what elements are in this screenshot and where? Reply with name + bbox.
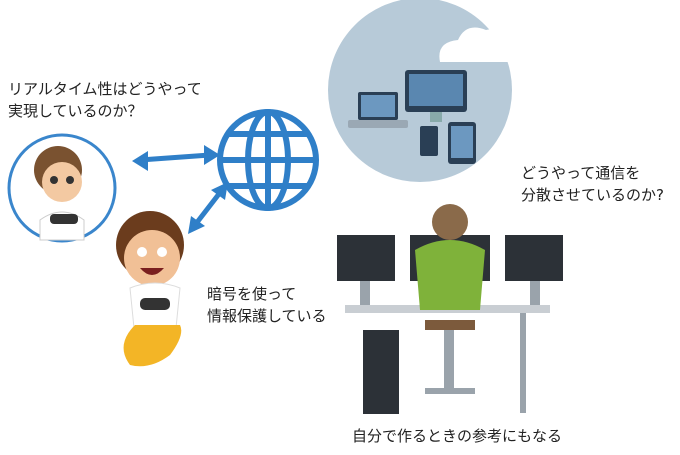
- distribution-question-caption: どうやって通信を 分散させているのか?: [521, 162, 664, 206]
- arrow-icon: [132, 145, 228, 234]
- cloud-icon: [439, 27, 518, 63]
- cloud-devices-illustration: [328, 0, 518, 182]
- caption-line: 暗号を使って: [207, 285, 297, 303]
- globe-icon: [217, 109, 319, 211]
- pc-tower-icon: [363, 330, 399, 414]
- encryption-caption: 暗号を使って 情報保護している: [207, 283, 327, 327]
- caption-line: 情報保護している: [207, 307, 327, 325]
- reference-caption: 自分で作るときの参考にもなる: [352, 427, 563, 445]
- girl-gamer-avatar: [7, 133, 117, 243]
- caption-line: どうやって通信を: [521, 164, 641, 182]
- caption-line: 分散させているのか?: [521, 186, 664, 204]
- caption-line: リアルタイム性はどうやって: [8, 80, 202, 98]
- caption-line: 実現しているのか？: [8, 102, 143, 120]
- monitor-icon: [337, 235, 395, 281]
- realtime-question-caption: リアルタイム性はどうやって 実現しているのか？: [8, 78, 202, 122]
- programmer-workstation-illustration: [337, 204, 563, 414]
- boy-gamer-illustration: [116, 211, 184, 367]
- phone-icon: [420, 126, 438, 156]
